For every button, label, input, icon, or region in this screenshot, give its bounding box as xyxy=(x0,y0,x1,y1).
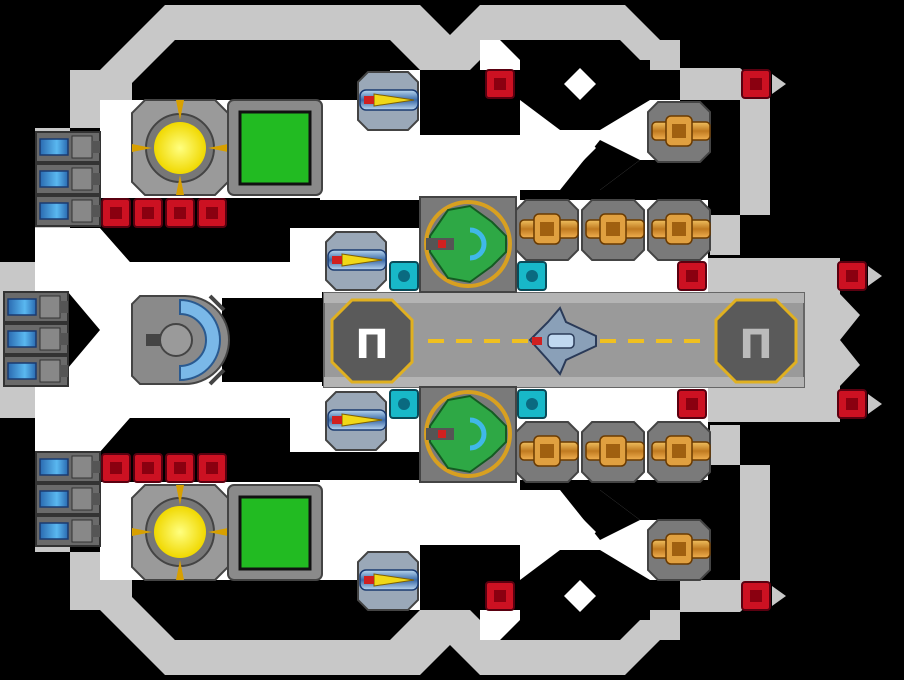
fighter-hangar-icon xyxy=(429,204,507,284)
gun-turret-icon[interactable] xyxy=(647,421,711,483)
gun-turret-icon[interactable] xyxy=(357,71,419,131)
hull-arm-lower-right xyxy=(700,386,840,422)
sensor-block-icon[interactable] xyxy=(517,389,547,419)
runway: Π Π xyxy=(323,292,805,388)
gun-turret-icon[interactable] xyxy=(647,199,711,261)
armor-block-icon[interactable] xyxy=(101,198,131,228)
engine-thruster-icon[interactable] xyxy=(35,515,101,547)
shield-panel-top[interactable] xyxy=(227,99,323,196)
fighter-bay-top[interactable] xyxy=(419,196,517,293)
engine-thruster-icon[interactable] xyxy=(35,451,101,483)
deck-diamonds xyxy=(564,68,596,612)
gun-turret-icon[interactable] xyxy=(515,421,579,483)
engine-thruster-icon[interactable] xyxy=(3,323,69,355)
landing-pad-icon: Π xyxy=(355,322,388,368)
docked-ship-icon[interactable] xyxy=(528,306,597,376)
reactor-core-icon xyxy=(154,506,206,558)
hull-nose xyxy=(790,294,860,386)
reactor-top[interactable] xyxy=(131,99,229,196)
armor-block-icon[interactable] xyxy=(837,389,867,419)
armor-block-icon[interactable] xyxy=(837,261,867,291)
gun-turret-icon[interactable] xyxy=(325,231,387,291)
armor-block-icon[interactable] xyxy=(485,69,515,99)
hull xyxy=(0,5,860,675)
hull-tip xyxy=(868,266,882,286)
hull-tip xyxy=(772,586,786,606)
sensor-blocks xyxy=(389,261,547,419)
shield-panel-bottom[interactable] xyxy=(227,484,323,581)
hull-arm-upper-right xyxy=(700,258,840,294)
hull-frame-left xyxy=(0,5,770,675)
gun-turret-icon[interactable] xyxy=(357,551,419,611)
gun-turret-icon[interactable] xyxy=(581,421,645,483)
engines xyxy=(3,131,101,547)
landing-pad-left[interactable]: Π xyxy=(330,298,414,384)
armor-block-icon[interactable] xyxy=(741,69,771,99)
gun-turret-icon[interactable] xyxy=(325,391,387,451)
armor-block-icon[interactable] xyxy=(677,261,707,291)
armor-block-icon[interactable] xyxy=(165,453,195,483)
armor-block-icon[interactable] xyxy=(741,581,771,611)
engine-thruster-icon[interactable] xyxy=(3,355,69,387)
runway-centerline xyxy=(428,339,700,343)
fighter-bay-bottom[interactable] xyxy=(419,386,517,483)
armor-block-icon[interactable] xyxy=(197,198,227,228)
armor-block-icon[interactable] xyxy=(677,389,707,419)
blue-turrets xyxy=(325,71,419,611)
armor-block-icon[interactable] xyxy=(133,198,163,228)
gun-turret-icon[interactable] xyxy=(581,199,645,261)
hull-tip xyxy=(868,394,882,414)
engine-thruster-icon[interactable] xyxy=(35,163,101,195)
fighter-hangar-icon xyxy=(429,394,507,474)
reactor-core-icon xyxy=(154,122,206,174)
landing-pad-icon: Π xyxy=(739,322,772,368)
armor-block-icon[interactable] xyxy=(485,581,515,611)
gun-turret-icon[interactable] xyxy=(647,101,711,163)
armor-block-icon[interactable] xyxy=(197,453,227,483)
gun-turret-icon[interactable] xyxy=(647,519,711,581)
shield-panel-icon xyxy=(238,110,312,186)
armor-block-icon[interactable] xyxy=(133,453,163,483)
engine-thruster-icon[interactable] xyxy=(35,131,101,163)
armor-block-icon[interactable] xyxy=(101,453,131,483)
armor-block-icon[interactable] xyxy=(165,198,195,228)
sensor-block-icon[interactable] xyxy=(389,261,419,291)
engine-thruster-icon[interactable] xyxy=(3,291,69,323)
cockpit-bridge-icon[interactable] xyxy=(131,294,230,386)
armor-blocks xyxy=(101,69,882,611)
landing-pad-right[interactable]: Π xyxy=(714,298,798,384)
hull-voids xyxy=(68,40,650,640)
engine-thruster-icon[interactable] xyxy=(35,483,101,515)
gun-turret-icon[interactable] xyxy=(515,199,579,261)
sensor-block-icon[interactable] xyxy=(389,389,419,419)
shield-panel-icon xyxy=(238,495,312,571)
hull-tip xyxy=(772,74,786,94)
reactor-bottom[interactable] xyxy=(131,484,229,581)
engine-thruster-icon[interactable] xyxy=(35,195,101,227)
sensor-block-icon[interactable] xyxy=(517,261,547,291)
gold-turrets xyxy=(515,101,711,581)
